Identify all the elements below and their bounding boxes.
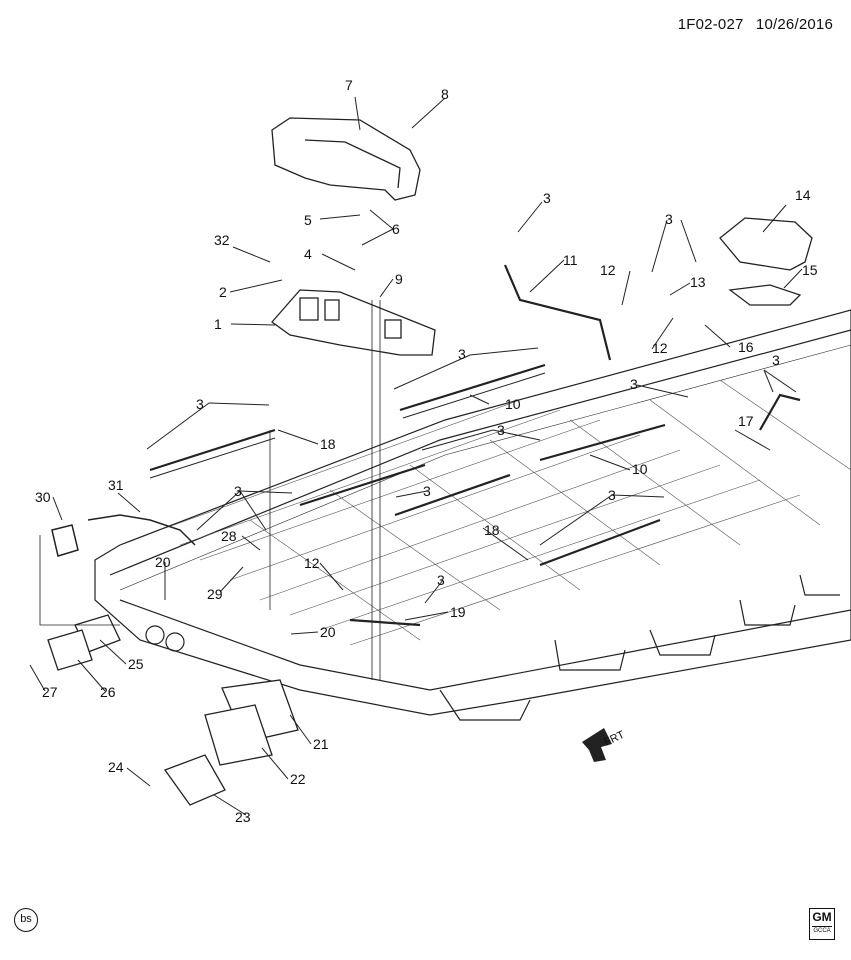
- callout-29: 29: [207, 586, 223, 602]
- callout-20: 20: [155, 554, 171, 570]
- service-connector: [47, 614, 299, 806]
- front-direction-arrow: FRT: [582, 728, 627, 762]
- callout-3: 3: [423, 483, 431, 499]
- leader-lines: [29, 96, 803, 816]
- callout-3: 3: [630, 376, 638, 392]
- callout-18: 18: [484, 522, 500, 538]
- callout-3: 3: [458, 346, 466, 362]
- bs-badge: bs: [14, 908, 38, 932]
- callout-32: 32: [214, 232, 230, 248]
- diagram-id: 1F02-027: [677, 16, 744, 33]
- callout-19: 19: [450, 604, 466, 620]
- callout-4: 4: [304, 246, 312, 262]
- gm-logo-main: GM: [812, 910, 832, 924]
- callout-13: 13: [690, 274, 706, 290]
- callout-14: 14: [795, 187, 811, 203]
- callout-3: 3: [665, 211, 673, 227]
- callout-3: 3: [497, 422, 505, 438]
- leader-guides: [39, 300, 381, 680]
- callout-31: 31: [108, 477, 124, 493]
- diagram-header: 1F02-027 10/26/2016: [670, 16, 833, 33]
- callout-18: 18: [320, 436, 336, 452]
- gm-logo: GM GCCA: [809, 908, 835, 940]
- callout-6: 6: [392, 221, 400, 237]
- callout-12: 12: [600, 262, 616, 278]
- callout-20: 20: [320, 624, 336, 640]
- callout-8: 8: [441, 86, 449, 102]
- callout-28: 28: [221, 528, 237, 544]
- callout-5: 5: [304, 212, 312, 228]
- callout-15: 15: [802, 262, 818, 278]
- wiring-harness: [51, 514, 196, 557]
- callout-22: 22: [290, 771, 306, 787]
- callout-27: 27: [42, 684, 58, 700]
- callout-2: 2: [219, 284, 227, 300]
- callout-3: 3: [234, 483, 242, 499]
- diagram-date: 10/26/2016: [755, 16, 833, 33]
- callout-3: 3: [437, 572, 445, 588]
- callout-3: 3: [772, 352, 780, 368]
- callout-12: 12: [304, 555, 320, 571]
- busbars: [149, 264, 801, 627]
- callout-3: 3: [196, 396, 204, 412]
- callout-10: 10: [505, 396, 521, 412]
- callout-numbers: 1 2 3 3 3 3 3 3 3 3 3 3 3 3 3 3 4 5 6 7 …: [35, 77, 818, 825]
- callout-3: 3: [608, 487, 616, 503]
- callout-23: 23: [235, 809, 251, 825]
- gm-logo-sub: GCCA: [812, 926, 832, 934]
- callout-25: 25: [128, 656, 144, 672]
- callout-26: 26: [100, 684, 116, 700]
- callout-16: 16: [738, 339, 754, 355]
- callout-3: 3: [543, 190, 551, 206]
- control-module: [271, 289, 436, 356]
- callout-10: 10: [632, 461, 648, 477]
- callout-12: 12: [652, 340, 668, 356]
- connector-housing: [719, 217, 813, 306]
- callout-7: 7: [345, 77, 353, 93]
- callout-9: 9: [395, 271, 403, 287]
- callout-17: 17: [738, 413, 754, 429]
- callout-21: 21: [313, 736, 329, 752]
- callout-11: 11: [563, 252, 578, 268]
- callout-24: 24: [108, 759, 124, 775]
- callout-1: 1: [214, 316, 222, 332]
- module-cover: [271, 117, 421, 201]
- battery-tray: [94, 309, 851, 721]
- callout-30: 30: [35, 489, 51, 505]
